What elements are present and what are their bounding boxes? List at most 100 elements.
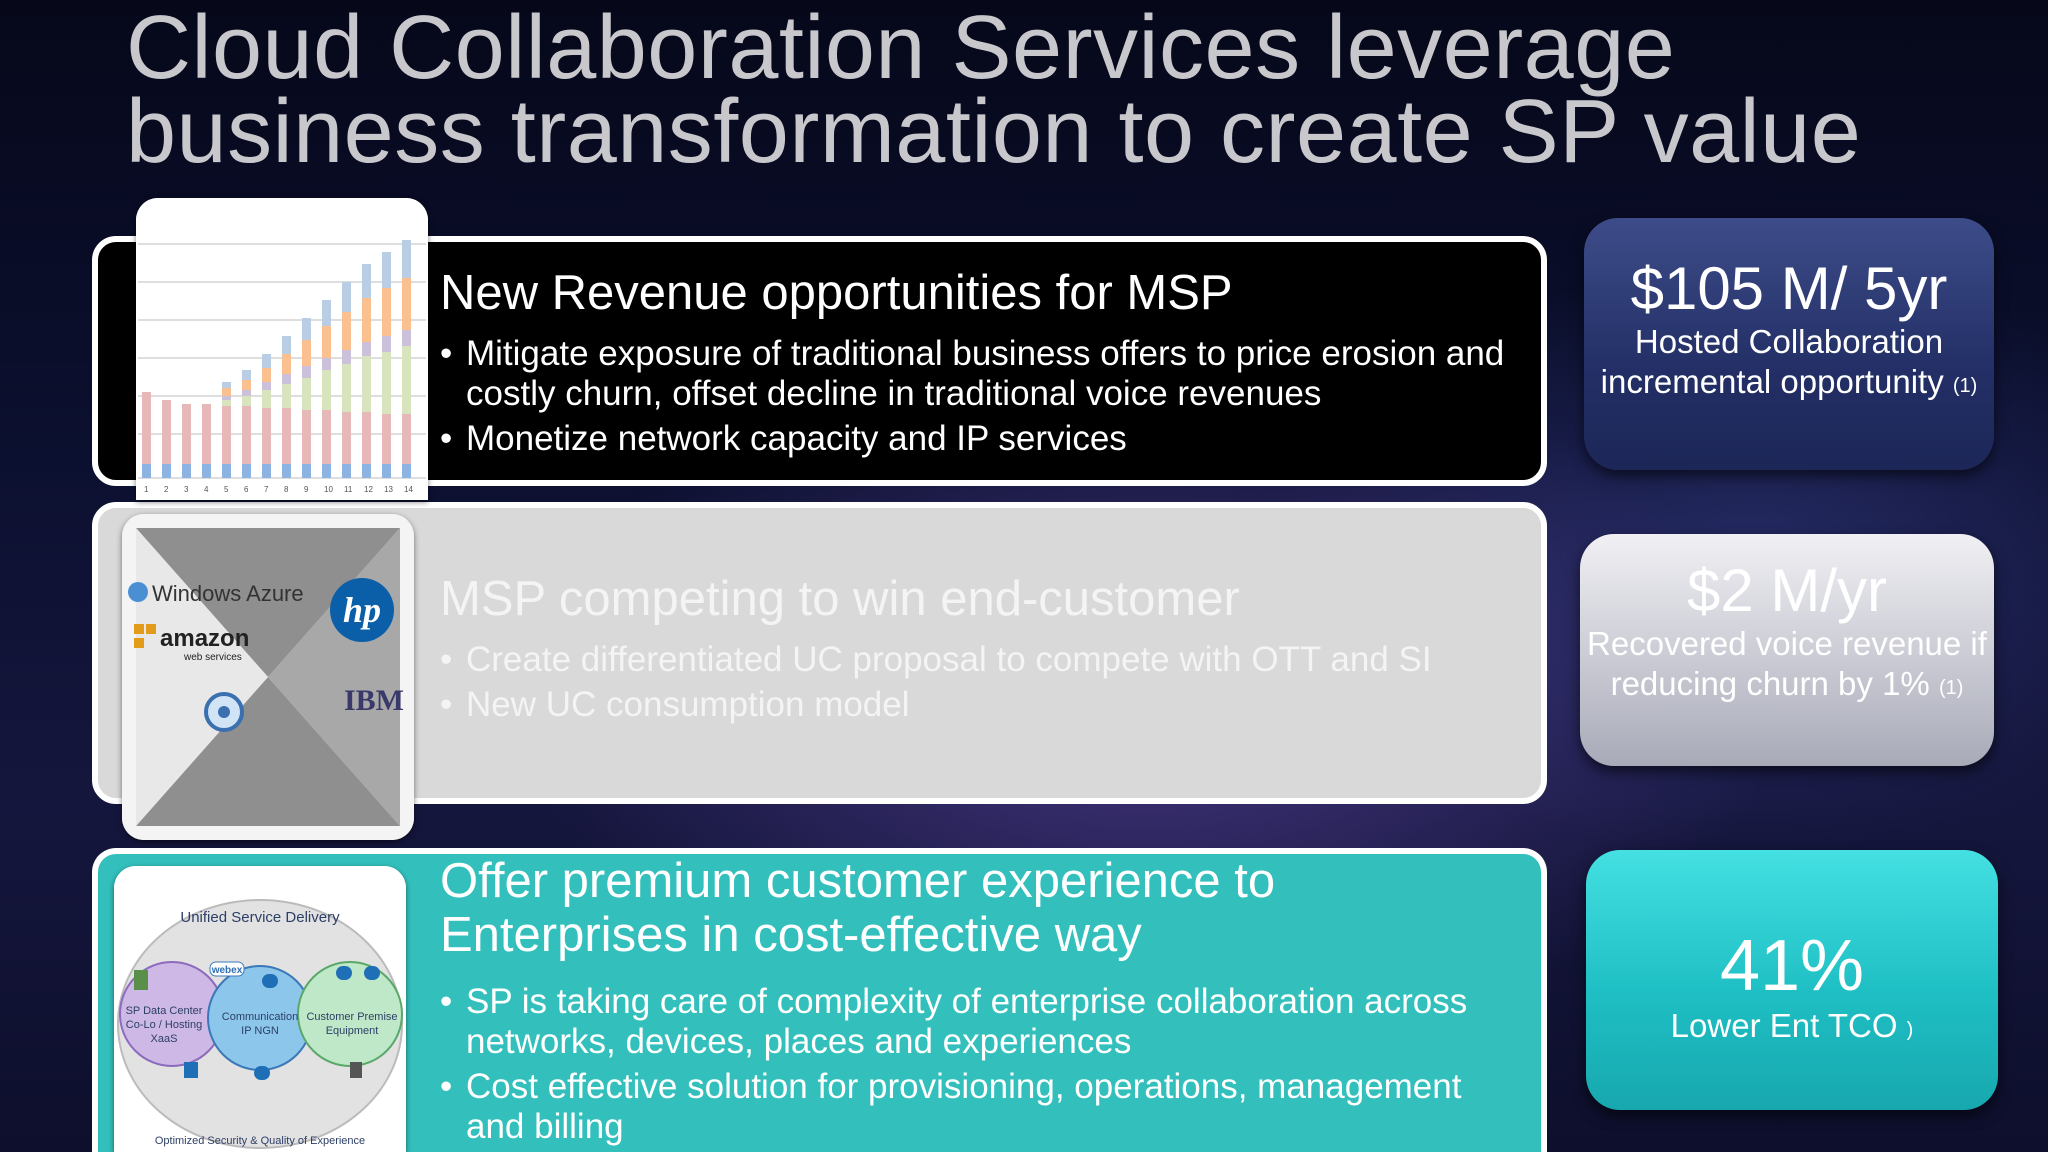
bar-segment [382, 464, 391, 478]
revenue-panel-title: New Revenue opportunities for MSP [440, 266, 1233, 320]
bar-segment [382, 336, 391, 352]
stat-value: $2 M/yr [1686, 557, 1888, 624]
bar-segment [242, 464, 251, 478]
competition-panel-text: MSP competing to win end-customer •Creat… [440, 572, 1521, 730]
bar-segment [342, 464, 351, 478]
bar-segment [182, 404, 191, 464]
service-delivery-diagram: Unified Service Delivery webex SP Data C… [114, 866, 406, 1152]
server-icon [134, 970, 148, 990]
stat-description: Lower Ent TCO ) [1670, 1007, 1914, 1044]
x-tick-label: 2 [164, 485, 169, 494]
stat-lower-tco: 41% Lower Ent TCO ) [1586, 850, 1998, 1110]
bar-segment [262, 368, 271, 382]
windows-logo-icon [128, 582, 148, 602]
bar-segment [362, 298, 371, 342]
list-item: •Cost effective solution for provisionin… [440, 1067, 1462, 1146]
bar-segment [222, 400, 231, 406]
revenue-panel-text: New Revenue opportunities for MSP •Mitig… [440, 266, 1521, 464]
hp-logo-circle [330, 578, 394, 642]
bar-segment [202, 464, 211, 478]
bar-segment [162, 400, 171, 464]
azure-logo: Windows Azure [152, 581, 304, 606]
x-tick-label: 6 [244, 485, 249, 494]
x-tick-label: 12 [364, 485, 373, 494]
bar-segment [262, 382, 271, 390]
provider-logos-illustration: Windows Azure amazon web services hp IBM [122, 514, 414, 840]
slide-title: Cloud Collaboration Services leverage bu… [126, 3, 2006, 182]
x-tick-label: 11 [344, 485, 353, 494]
webex-badge [209, 961, 245, 977]
amazon-cube-icon [134, 624, 144, 634]
bar-segment [242, 380, 251, 390]
service-delivery-thumbnail: Unified Service Delivery webex SP Data C… [114, 866, 406, 1152]
bar-segment [322, 370, 331, 410]
bar-segment [242, 396, 251, 406]
bar-segment [402, 240, 411, 278]
bar-segment [242, 370, 251, 380]
x-tick-label: 8 [284, 485, 289, 494]
bar-segment [222, 388, 231, 396]
x-tick-label: 3 [184, 485, 189, 494]
bar-segment [362, 356, 371, 412]
bar-segment [342, 364, 351, 412]
list-item: •Create differentiated UC proposal to co… [440, 640, 1432, 679]
bar-segment [402, 346, 411, 414]
slide-title-line-2: business transformation to create SP val… [126, 82, 1862, 182]
diagram-title: Unified Service Delivery [180, 909, 340, 926]
list-item: •New UC consumption model [440, 685, 910, 724]
bar-segment [362, 464, 371, 478]
experience-bullet-list: •SP is taking care of complexity of ente… [440, 982, 1521, 1147]
bar-segment [302, 366, 311, 378]
amazon-logo: amazon [160, 625, 249, 652]
bar-segment [342, 412, 351, 464]
diagram-footer: Optimized Security & Quality of Experien… [155, 1135, 365, 1147]
x-tick-label: 9 [304, 485, 309, 494]
bar-segment [142, 464, 151, 478]
bar-segment [402, 464, 411, 478]
revenue-bullet-list: •Mitigate exposure of traditional busine… [440, 334, 1521, 459]
footnote-ref: ) [1906, 1019, 1914, 1041]
list-item: •SP is taking care of complexity of ente… [440, 982, 1468, 1061]
bar-segment [322, 326, 331, 358]
x-tick-label: 7 [264, 485, 269, 494]
device-icon [184, 1062, 198, 1078]
bar-segment [342, 282, 351, 312]
hp-logo: hp [343, 590, 381, 630]
webex-logo: webex [211, 965, 243, 976]
bar-segment [222, 382, 231, 388]
bar-segment [222, 396, 231, 400]
stat-description: Hosted Collaboration incremental opportu… [1600, 323, 1978, 400]
bar-segment [302, 340, 311, 366]
x-tick-label: 4 [204, 485, 209, 494]
revenue-panel: New Revenue opportunities for MSP •Mitig… [92, 236, 1547, 486]
bar-segment [282, 354, 291, 374]
x-tick-label: 1 [144, 485, 149, 494]
bar-segment [262, 408, 271, 464]
router-icon [262, 974, 278, 988]
x-tick-label: 5 [224, 485, 229, 494]
stat-description: Recovered voice revenue if reducing chur… [1587, 625, 1987, 702]
providers-thumbnail: Windows Azure amazon web services hp IBM [122, 514, 414, 840]
bar-segment [302, 318, 311, 340]
bar-segment [282, 384, 291, 408]
stat-value: $105 M/ 5yr [1630, 255, 1948, 322]
stat-recovered-revenue: $2 M/yr Recovered voice revenue if reduc… [1580, 534, 1994, 766]
list-item: •Mitigate exposure of traditional busine… [440, 334, 1505, 413]
footnote-ref: (1) [1938, 677, 1964, 699]
bar-segment [342, 350, 351, 364]
bar-segment [382, 352, 391, 414]
x-tick-label: 10 [324, 485, 333, 494]
bar-segment [382, 288, 391, 336]
bar-segment [222, 406, 231, 464]
x-tick-label: 13 [384, 485, 393, 494]
bar-segment [162, 464, 171, 478]
bar-segment [322, 300, 331, 326]
bar-segment [402, 278, 411, 330]
bar-segment [262, 464, 271, 478]
bar-segment [322, 358, 331, 370]
bar-segment [142, 392, 151, 464]
